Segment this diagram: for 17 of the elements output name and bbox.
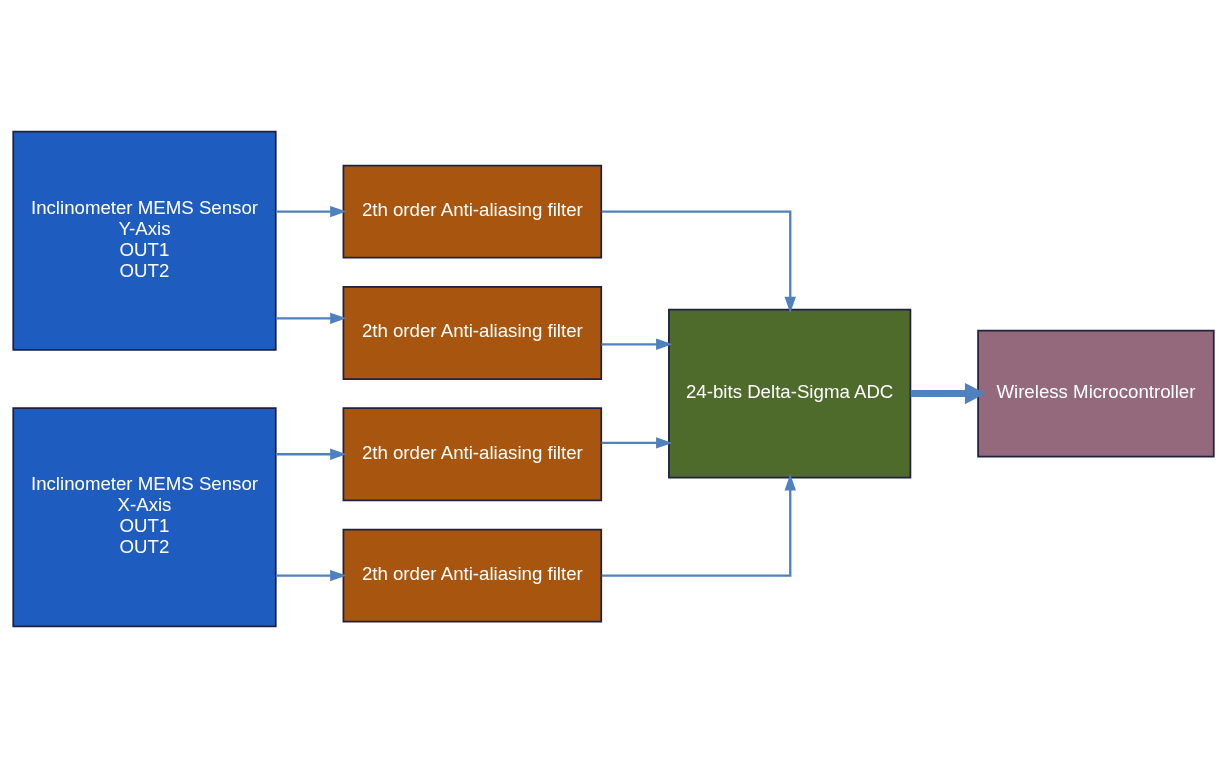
- node-box: 2th order Anti-aliasing filter: [342, 285, 603, 380]
- arrow: [601, 437, 673, 449]
- node-box: 2th order Anti-aliasing filter: [342, 407, 603, 502]
- node-box: 2th order Anti-aliasing filter: [342, 164, 603, 259]
- arrow: [910, 382, 986, 405]
- arrow: [601, 210, 796, 314]
- arrow: [601, 474, 796, 577]
- node-box: Inclinometer MEMS Sensor X-Axis OUT1 OUT2: [12, 407, 277, 628]
- arrow: [275, 312, 347, 325]
- arrow: [601, 338, 673, 351]
- arrow: [275, 205, 347, 218]
- arrow: [275, 448, 347, 460]
- node-box: 2th order Anti-aliasing filter: [342, 528, 603, 623]
- node-box: Wireless Microcontroller: [977, 329, 1215, 458]
- node-box: Inclinometer MEMS Sensor Y-Axis OUT1 OUT2: [12, 130, 277, 351]
- arrow: [275, 569, 347, 582]
- node-box: 24-bits Delta-Sigma ADC: [668, 308, 912, 479]
